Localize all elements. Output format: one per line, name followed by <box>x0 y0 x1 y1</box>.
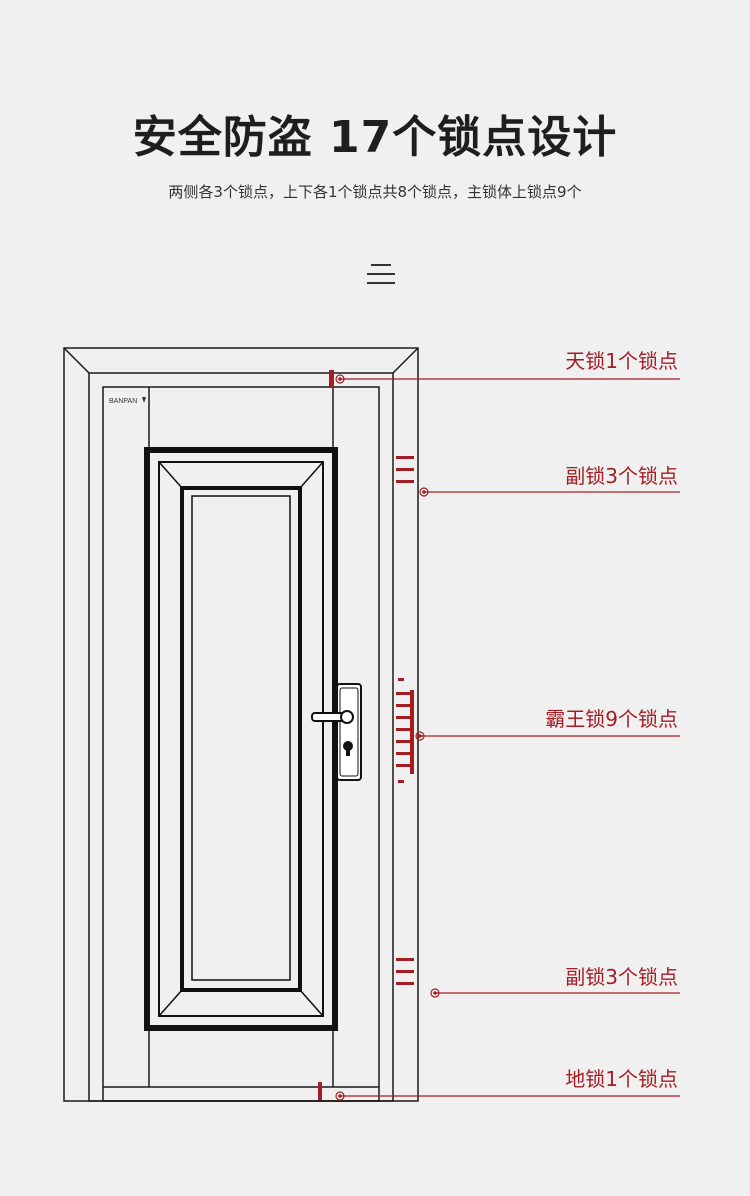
door-handle <box>311 683 362 781</box>
brand-logo: BANPAN <box>109 398 137 405</box>
lock-bolts <box>318 370 414 1100</box>
callout-upper-side-lock: 副锁3个锁点 <box>565 464 678 488</box>
door-panel <box>144 447 338 1031</box>
brand-logo-mark <box>142 397 146 403</box>
page-subtitle: 两侧各3个锁点，上下各1个锁点共8个锁点，主锁体上锁点9个 <box>168 183 582 201</box>
callout-lines <box>335 374 680 1101</box>
callout-bottom-lock: 地锁1个锁点 <box>565 1067 678 1091</box>
callout-top-lock: 天锁1个锁点 <box>565 349 678 373</box>
page-title: 安全防盗 17个锁点设计 <box>132 112 618 163</box>
menu-icon <box>367 264 395 284</box>
callout-main-lock: 霸王锁9个锁点 <box>545 707 678 731</box>
callout-lower-side-lock: 副锁3个锁点 <box>565 965 678 989</box>
